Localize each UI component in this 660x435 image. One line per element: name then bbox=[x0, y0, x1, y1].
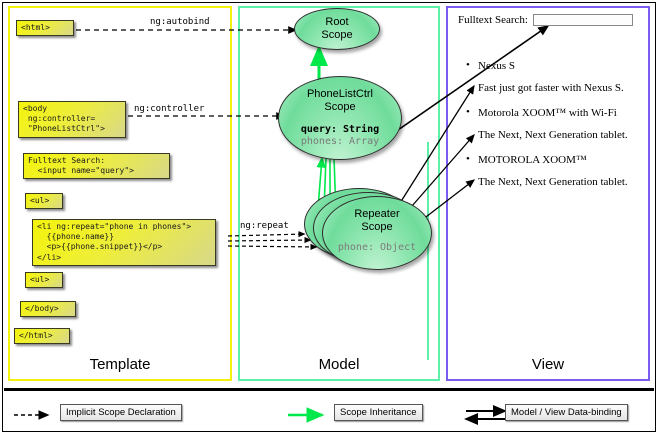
scope-phonelistctrl-prop-phones: phones: Array bbox=[300, 136, 380, 148]
view-search-row: Fulltext Search: bbox=[456, 14, 646, 26]
scope-root-title-2: Scope bbox=[321, 28, 353, 41]
note-html-open: <html> bbox=[16, 20, 74, 37]
view-item-name: MOTOROLA XOOM™ bbox=[456, 153, 646, 166]
note-li-repeat: <li ng:repeat="phone in phones"> {{phone… bbox=[32, 219, 216, 266]
view-search-input[interactable] bbox=[532, 14, 633, 26]
legend: Implicit Scope Declaration Scope Inherit… bbox=[0, 398, 660, 430]
legend-item-implicit: Implicit Scope Declaration bbox=[14, 404, 182, 421]
list-item[interactable]: MOTOROLA XOOM™ The Next, Next Generation… bbox=[456, 153, 646, 188]
outer-frame bbox=[2, 2, 656, 432]
view-item-snippet: The Next, Next Generation tablet. bbox=[478, 176, 628, 188]
list-item[interactable]: Motorola XOOM™ with Wi-Fi The Next, Next… bbox=[456, 106, 646, 141]
label-ng-controller: ng:controller bbox=[134, 104, 205, 114]
scope-root-title-1: Root bbox=[325, 16, 349, 28]
scope-phonelistctrl: PhoneListCtrl Scope query: String phones… bbox=[278, 76, 402, 160]
scope-phonelistctrl-prop-query: query: String bbox=[300, 124, 380, 136]
list-item[interactable]: Nexus S Fast just got faster with Nexus … bbox=[456, 59, 646, 94]
legend-divider bbox=[4, 388, 654, 391]
label-ng-repeat: ng:repeat bbox=[240, 221, 289, 231]
scope-root: Root Scope bbox=[294, 8, 380, 50]
note-html-close: </html> bbox=[14, 328, 70, 345]
legend-label-implicit: Implicit Scope Declaration bbox=[60, 404, 182, 421]
panel-label-template: Template bbox=[89, 356, 151, 373]
scope-repeater: Repeater Scope phone: Object bbox=[322, 196, 432, 270]
legend-label-databinding: Model / View Data-binding bbox=[505, 404, 628, 421]
note-ul-open: <ul> bbox=[25, 193, 63, 210]
note-fulltext-search: Fulltext Search: <input name="query"> bbox=[23, 153, 170, 180]
panel-template: Template bbox=[8, 6, 232, 381]
scope-repeater-prop-phone: phone: Object bbox=[337, 242, 417, 254]
scope-repeater-title-1: Repeater bbox=[354, 208, 400, 220]
note-ul-close: <ul> bbox=[25, 272, 63, 289]
note-body-close: </body> bbox=[20, 301, 76, 318]
scope-phonelistctrl-title-2: Scope bbox=[324, 100, 356, 113]
view-item-snippet: The Next, Next Generation tablet. bbox=[478, 129, 628, 141]
legend-item-inheritance: Scope Inheritance bbox=[288, 404, 423, 421]
view-item-name: Motorola XOOM™ with Wi-Fi bbox=[456, 106, 646, 119]
label-ng-autobind: ng:autobind bbox=[150, 17, 210, 27]
scope-repeater-title-2: Scope bbox=[361, 220, 393, 233]
legend-item-databinding: Model / View Data-binding bbox=[505, 404, 628, 421]
view-item-snippet: Fast just got faster with Nexus S. bbox=[478, 82, 624, 94]
panel-label-view: View bbox=[531, 356, 565, 373]
view-phone-list: Nexus S Fast just got faster with Nexus … bbox=[456, 59, 646, 188]
panel-label-model: Model bbox=[318, 356, 360, 373]
view-search-label: Fulltext Search: bbox=[458, 14, 528, 26]
view-content: Fulltext Search: Nexus S Fast just got f… bbox=[456, 14, 646, 188]
scope-phonelistctrl-title-1: PhoneListCtrl bbox=[306, 88, 374, 100]
legend-label-inheritance: Scope Inheritance bbox=[334, 404, 423, 421]
view-item-name: Nexus S bbox=[456, 59, 646, 72]
note-body-open: <body ng:controller= "PhoneListCtrl"> bbox=[18, 101, 126, 138]
